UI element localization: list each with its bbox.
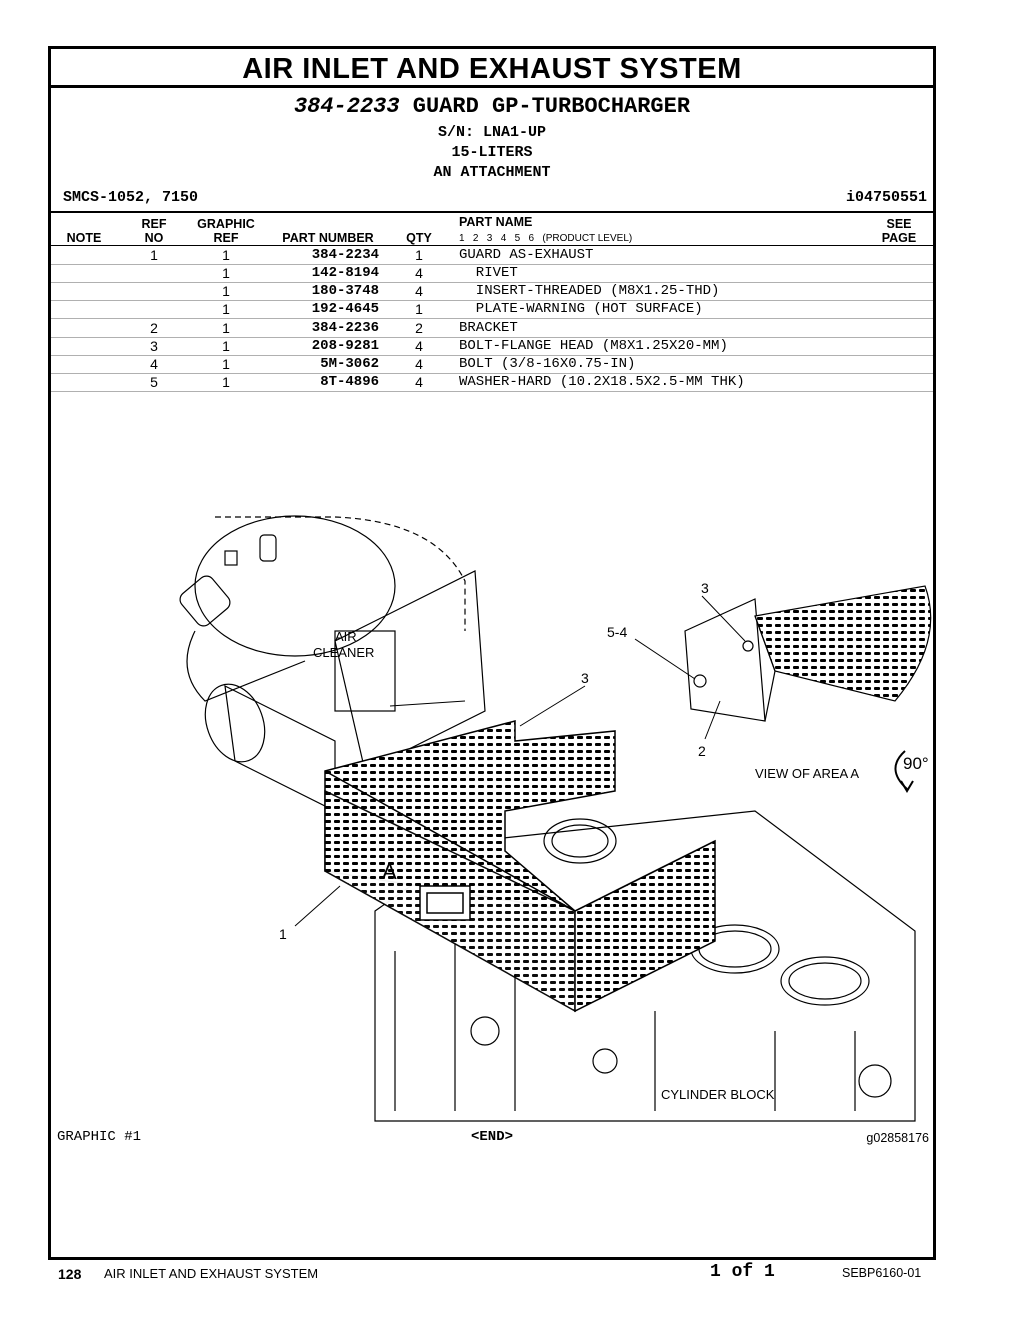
callout-3-detail: 3 [701, 580, 709, 596]
header-divider [51, 211, 933, 213]
graphic-ref: 1 [222, 338, 230, 354]
table-row: 1 192-4645 1 PLATE-WARNING (HOT SURFACE) [51, 300, 933, 319]
graphic-id: g02858176 [866, 1131, 929, 1145]
ref-no: 3 [150, 338, 158, 354]
smcs-code: SMCS-1052, 7150 [63, 189, 199, 206]
col-graphic-top: GRAPHIC [197, 217, 255, 231]
col-graphic-ref: GRAPHIC REF [191, 217, 261, 245]
info-id: i04750551 [845, 189, 927, 206]
liters-line: 15-LITERS [451, 144, 533, 161]
part-name: RIVET [459, 265, 518, 281]
part-name: PLATE-WARNING (HOT SURFACE) [459, 301, 703, 317]
col-note: NOTE [66, 231, 102, 245]
part-name: INSERT-THREADED (M8X1.25-THD) [459, 283, 720, 299]
table-row: 1 142-8194 4 RIVET [51, 264, 933, 283]
part-number[interactable]: 5M-3062 [320, 356, 379, 372]
qty: 1 [415, 247, 423, 263]
table-row: 1 180-3748 4 INSERT-THREADED (M8X1.25-TH… [51, 282, 933, 301]
graphic-ref: 1 [222, 265, 230, 281]
ref-no: 1 [150, 247, 158, 263]
page-number: 128 [58, 1266, 82, 1282]
table-row: 3 1 208-9281 4 BOLT-FLANGE HEAD (M8X1.25… [51, 337, 933, 356]
label-area-a: A [382, 859, 397, 884]
system-title: AIR INLET AND EXHAUST SYSTEM [51, 49, 933, 88]
page-of: 1 of 1 [710, 1262, 775, 1282]
part-number[interactable]: 142-8194 [311, 265, 379, 281]
graphic-ref: 1 [222, 374, 230, 390]
table-row: 2 1 384-2236 2 BRACKET [51, 319, 933, 338]
part-number[interactable]: 208-9281 [311, 338, 379, 354]
columns-divider [51, 245, 933, 246]
part-name: BOLT-FLANGE HEAD (M8X1.25X20-MM) [459, 338, 728, 354]
col-see-bottom: PAGE [881, 231, 917, 245]
exploded-view-illustration: AIR CLEANER VIEW OF AREA A 90° CYLINDER … [179, 515, 932, 1122]
col-graphic-bottom: REF [213, 231, 239, 245]
footer-section: AIR INLET AND EXHAUST SYSTEM [104, 1266, 319, 1281]
document-id: SEBP6160-01 [842, 1266, 922, 1280]
label-air: AIR [335, 629, 357, 644]
table-row: 4 1 5M-3062 4 BOLT (3/8-16X0.75-IN) [51, 355, 933, 374]
serial-number: S/N: LNA1-UP [437, 124, 547, 141]
col-see-top: SEE [886, 217, 912, 231]
table-row: 5 1 8T-4896 4 WASHER-HARD (10.2X18.5X2.5… [51, 373, 933, 392]
ref-no: 2 [150, 320, 158, 336]
graphic-number: GRAPHIC #1 [57, 1129, 142, 1145]
end-marker: <END> [470, 1129, 513, 1145]
ref-no: 4 [150, 356, 158, 372]
col-ref-bottom: NO [144, 231, 164, 245]
qty: 4 [415, 338, 423, 354]
part-title-line: 384-2233 GUARD GP-TURBOCHARGER [51, 94, 933, 119]
label-rotation: 90° [903, 754, 929, 773]
graphic-ref: 1 [222, 356, 230, 372]
graphic-ref: 1 [222, 320, 230, 336]
graphic-ref: 1 [222, 247, 230, 263]
qty: 4 [415, 265, 423, 281]
part-number[interactable]: 384-2236 [311, 320, 379, 336]
callout-1: 1 [279, 926, 287, 942]
attachment-line: AN ATTACHMENT [433, 164, 551, 181]
callout-5-4: 5-4 [607, 624, 627, 640]
qty: 4 [415, 356, 423, 372]
callout-2: 2 [698, 743, 706, 759]
col-part-name: PART NAME [459, 215, 533, 229]
table-row: 1 1 384-2234 1 GUARD AS-EXHAUST [51, 246, 933, 265]
label-view-of-area: VIEW OF AREA A [755, 766, 859, 781]
document-frame: AIR INLET AND EXHAUST SYSTEM 384-2233 GU… [48, 46, 936, 1260]
part-name: BOLT (3/8-16X0.75-IN) [459, 356, 636, 372]
callout-3-main: 3 [581, 670, 589, 686]
ref-no: 5 [150, 374, 158, 390]
graphic-ref: 1 [222, 301, 230, 317]
group-part-number: 384-2233 [293, 94, 400, 119]
label-cylinder-block: CYLINDER BLOCK [661, 1087, 775, 1102]
qty: 4 [415, 283, 423, 299]
col-ref-top: REF [141, 217, 167, 231]
col-part-number: PART NUMBER [282, 231, 374, 245]
col-product-levels: 1 2 3 4 5 6 (PRODUCT LEVEL) [459, 233, 633, 244]
graphic-ref: 1 [222, 283, 230, 299]
part-name: WASHER-HARD (10.2X18.5X2.5-MM THK) [459, 374, 745, 390]
col-see-page: SEE PAGE [871, 217, 927, 245]
qty: 1 [415, 301, 423, 317]
part-number[interactable]: 8T-4896 [320, 374, 379, 390]
part-number[interactable]: 384-2234 [311, 247, 379, 263]
qty: 4 [415, 374, 423, 390]
part-number[interactable]: 180-3748 [311, 283, 379, 299]
col-qty: QTY [406, 231, 432, 245]
part-name: BRACKET [459, 320, 518, 336]
label-cleaner: CLEANER [313, 645, 374, 660]
part-number[interactable]: 192-4645 [311, 301, 379, 317]
group-part-title: GUARD GP-TURBOCHARGER [412, 94, 691, 119]
col-ref: REF NO [135, 217, 173, 245]
part-name: GUARD AS-EXHAUST [459, 247, 594, 263]
qty: 2 [415, 320, 423, 336]
